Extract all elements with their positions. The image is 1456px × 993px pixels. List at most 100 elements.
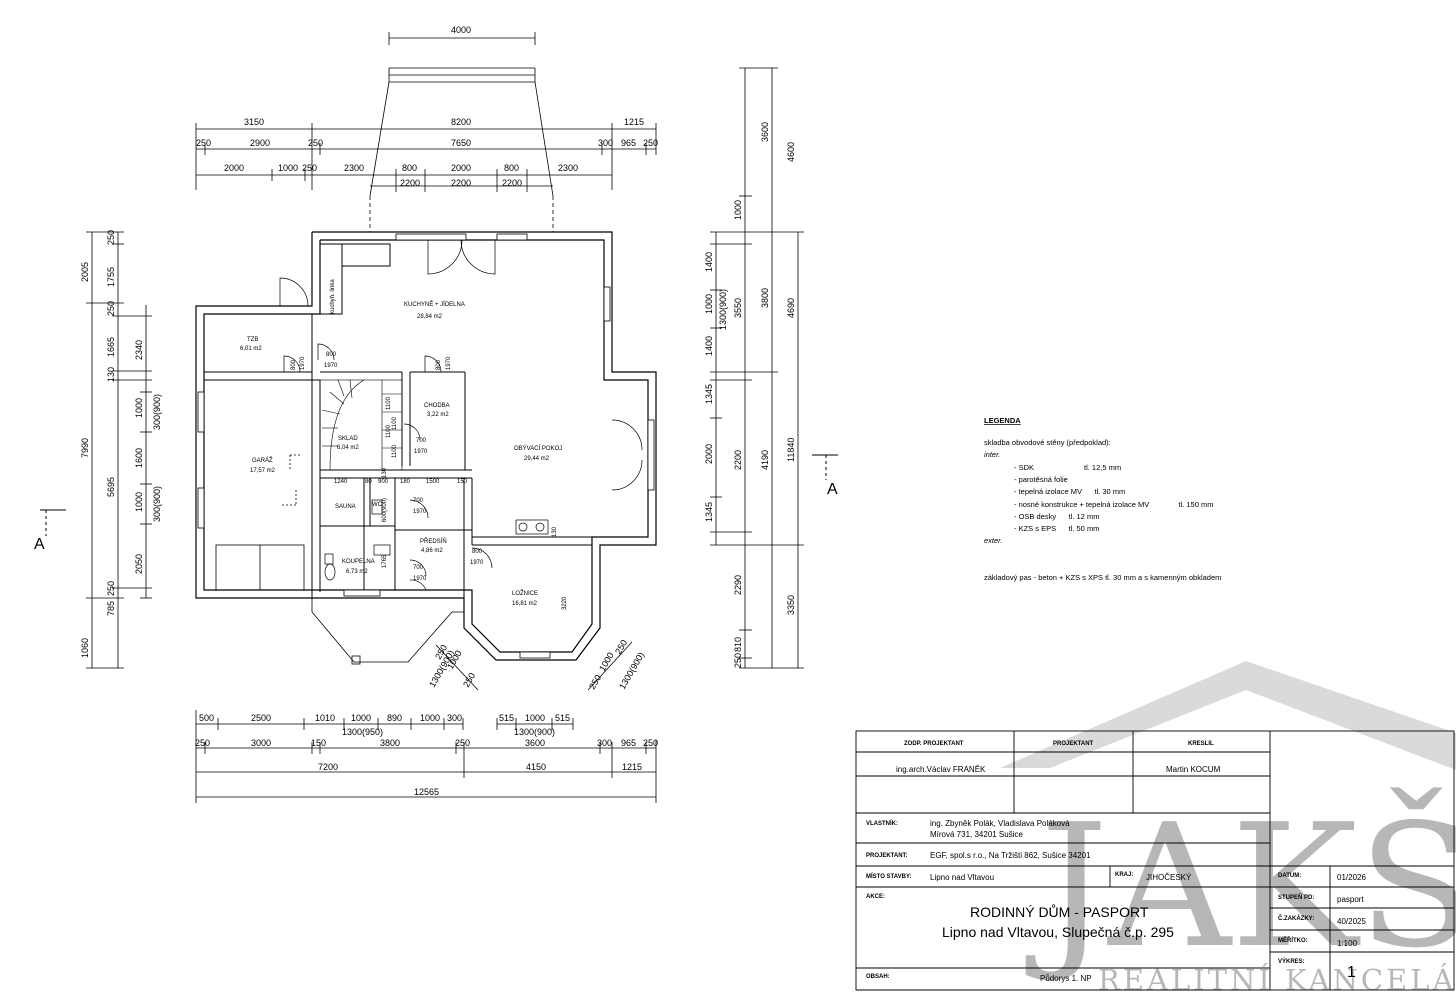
dim-label: 1215: [624, 117, 644, 127]
dim-label: 1345: [704, 384, 714, 404]
room-name: LOŽNICE: [512, 589, 538, 597]
dim-label: 3550: [733, 298, 743, 318]
dim-label: 1000: [134, 492, 144, 512]
dim-label: 80: [365, 479, 372, 485]
tb-order-label: Č.ZAKÁZKY:: [1278, 915, 1314, 922]
bottom-dimensions: [195, 710, 657, 803]
tb-content-value: Půdorys 1. NP: [1040, 974, 1092, 983]
room-area: 28,84 m2: [417, 314, 443, 320]
legend-item: - tepelná izolace MV tl. 30 mm: [1014, 487, 1125, 496]
legend-interior: inter.: [984, 450, 1000, 459]
dim-label: 700: [416, 438, 427, 444]
dim-label: 1000: [134, 398, 144, 418]
tb-title-line1: RODINNÝ DŮM - PASPORT: [970, 903, 1149, 920]
dim-label: 250: [106, 230, 116, 245]
dim-label: 1970: [413, 509, 427, 515]
dim-label: 800: [504, 163, 519, 173]
dim-label: 1240: [334, 479, 348, 485]
dim-label: 7200: [318, 762, 338, 772]
room-name: TZB: [247, 337, 258, 343]
room-name: KOUPELNA: [342, 559, 375, 565]
dim-label: 2000: [224, 163, 244, 173]
dim-label: 300(900): [152, 394, 162, 430]
dim-label: 1000: [733, 200, 743, 220]
room-area: 4,86 m2: [421, 548, 443, 554]
dim-label: 3600: [525, 738, 545, 748]
tb-action-label: AKCE:: [866, 894, 885, 900]
room-name: PŘEDSÍŇ: [420, 537, 447, 545]
dim-label: 2300: [558, 163, 578, 173]
legend-item: - nosné konstrukce + tepelná izolace MV …: [1014, 500, 1213, 509]
dim-label: 2290: [733, 575, 743, 595]
doors: [279, 239, 643, 591]
dim-label: 250: [455, 738, 470, 748]
legend-item: - KZS s EPS tl. 50 mm: [1014, 524, 1099, 533]
room-name: OBÝVACÍ POKOJ: [514, 445, 562, 452]
right-dimension-labels: 1400 1000 1300(900) 1400 1345 2000 1345 …: [704, 122, 796, 668]
dim-label: 1755: [106, 267, 116, 287]
dim-label: 1000: [351, 713, 371, 723]
dim-label: 4000: [451, 25, 471, 35]
dim-label: 1600: [134, 448, 144, 468]
dim-label: 965: [621, 138, 636, 148]
dim-label: 130: [552, 526, 558, 537]
dim-label: 300: [597, 738, 612, 748]
windows: [197, 233, 655, 659]
dim-label: 3800: [760, 288, 770, 308]
dim-label: 1765: [382, 554, 388, 568]
dim-label: 700: [413, 498, 424, 504]
dim-label: 8200: [451, 117, 471, 127]
room-name: KUCHYNĚ + JÍDELNA: [404, 300, 465, 308]
dim-label: 1300(900): [718, 289, 728, 330]
dim-label: 1100: [386, 396, 392, 410]
dim-label: 800: [291, 359, 297, 370]
interior-dimension-labels: 800 1970 800 1970 800 1970 700 1970 700 …: [291, 352, 568, 610]
tb-head-designer: PROJEKTANT: [1053, 741, 1094, 747]
room-area: 6,01 m2: [240, 346, 262, 352]
dim-label: 2500: [251, 713, 271, 723]
dim-label: 1970: [413, 576, 427, 582]
dim-label: 1970: [414, 449, 428, 455]
room-area: 6,04 m2: [337, 445, 359, 451]
dim-label: 1970: [446, 356, 452, 370]
bay-dimension-lines: [435, 641, 633, 691]
dim-label: 810: [733, 637, 743, 652]
dim-label: 300: [598, 138, 613, 148]
dim-label: 800: [472, 549, 483, 555]
dim-label: 1010: [315, 713, 335, 723]
right-dimensions: [710, 67, 804, 669]
tb-stage-value: pasport: [1337, 895, 1364, 904]
top-dimension-labels: 4000 3150 8200 1215 250 2900 250 7650 30…: [196, 25, 658, 188]
dim-label: 4190: [760, 450, 770, 470]
room-labels: KUCHYNĚ + JÍDELNA 28,84 m2 TZB 6,01 m2 G…: [240, 279, 562, 607]
dim-label: 1000: [278, 163, 298, 173]
tb-owner-line2: Mírová 731, 34201 Sušice: [930, 830, 1023, 839]
dim-label: 2340: [134, 340, 144, 360]
tb-designer-value: EGF, spol.s r.o., Na Tržišti 862, Sušice…: [930, 851, 1091, 860]
title-block: ZODP. PROJEKTANT PROJEKTANT KRESLIL ing.…: [855, 730, 1455, 991]
dim-label: 600(900): [382, 498, 388, 522]
room-area: 29,44 m2: [524, 456, 550, 462]
dim-label: 7990: [80, 438, 90, 458]
dim-label: 1300(900): [617, 650, 646, 691]
legend-item: - SDK tl. 12,5 mm: [1014, 463, 1121, 472]
room-area: 6,73 m2: [346, 569, 368, 575]
dim-label: 785: [106, 601, 116, 616]
dim-label: 250: [733, 653, 743, 668]
staircase: [319, 379, 403, 471]
dim-label: 515: [499, 713, 514, 723]
dim-label: 300(900): [152, 486, 162, 522]
tb-owner-line1: ing. Zbyněk Polák, Vladislava Poláková: [930, 819, 1070, 828]
dim-label: 500: [199, 713, 214, 723]
section-marker-left: [40, 509, 66, 536]
tb-owner-label: VLASTNÍK:: [866, 819, 898, 827]
dim-label: 2000: [704, 444, 714, 464]
tb-region-value: JIHOČESKÝ: [1146, 873, 1192, 882]
dim-label: 800: [326, 352, 337, 358]
tb-date-label: DATUM:: [1278, 873, 1301, 879]
dim-label: 1400: [704, 336, 714, 356]
room-area: 16,81 m2: [512, 601, 538, 607]
dim-label: 890: [387, 713, 402, 723]
dim-label: 150: [457, 479, 468, 485]
